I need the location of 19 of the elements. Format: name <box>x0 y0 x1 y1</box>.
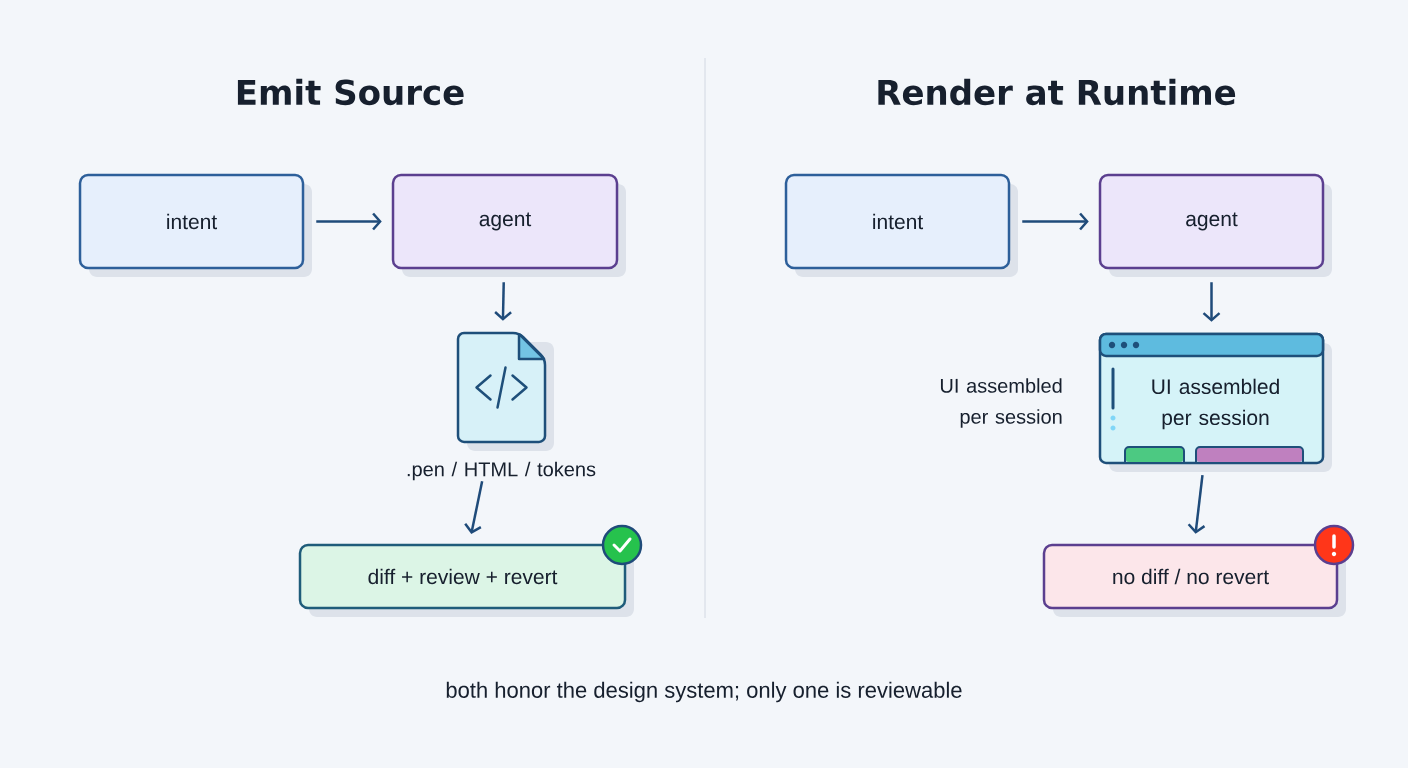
panel-heading: Render at Runtime <box>878 78 1236 106</box>
arrow <box>1202 282 1221 322</box>
process-box: agent <box>391 173 626 277</box>
arrow <box>1022 212 1089 231</box>
caption-text: UI assembled per session <box>940 378 1062 428</box>
caption-text: .pen / HTML / tokens <box>407 461 596 481</box>
panel-heading: Emit Source <box>237 78 464 106</box>
arrow <box>316 212 382 231</box>
caption: both honor the design system; only one is reviewable <box>446 681 962 703</box>
arrow <box>464 481 484 534</box>
process-box: agent <box>1098 173 1332 277</box>
process-box: intent <box>78 173 312 277</box>
process-box: intent <box>784 173 1018 277</box>
result-box: no diff / no revert <box>1042 543 1346 617</box>
arrow <box>494 282 512 321</box>
arrow <box>1187 474 1206 534</box>
result-box: diff + review + revert <box>298 543 634 617</box>
document-icon <box>456 331 554 451</box>
browser-window: UI assembled per session <box>1098 332 1332 472</box>
